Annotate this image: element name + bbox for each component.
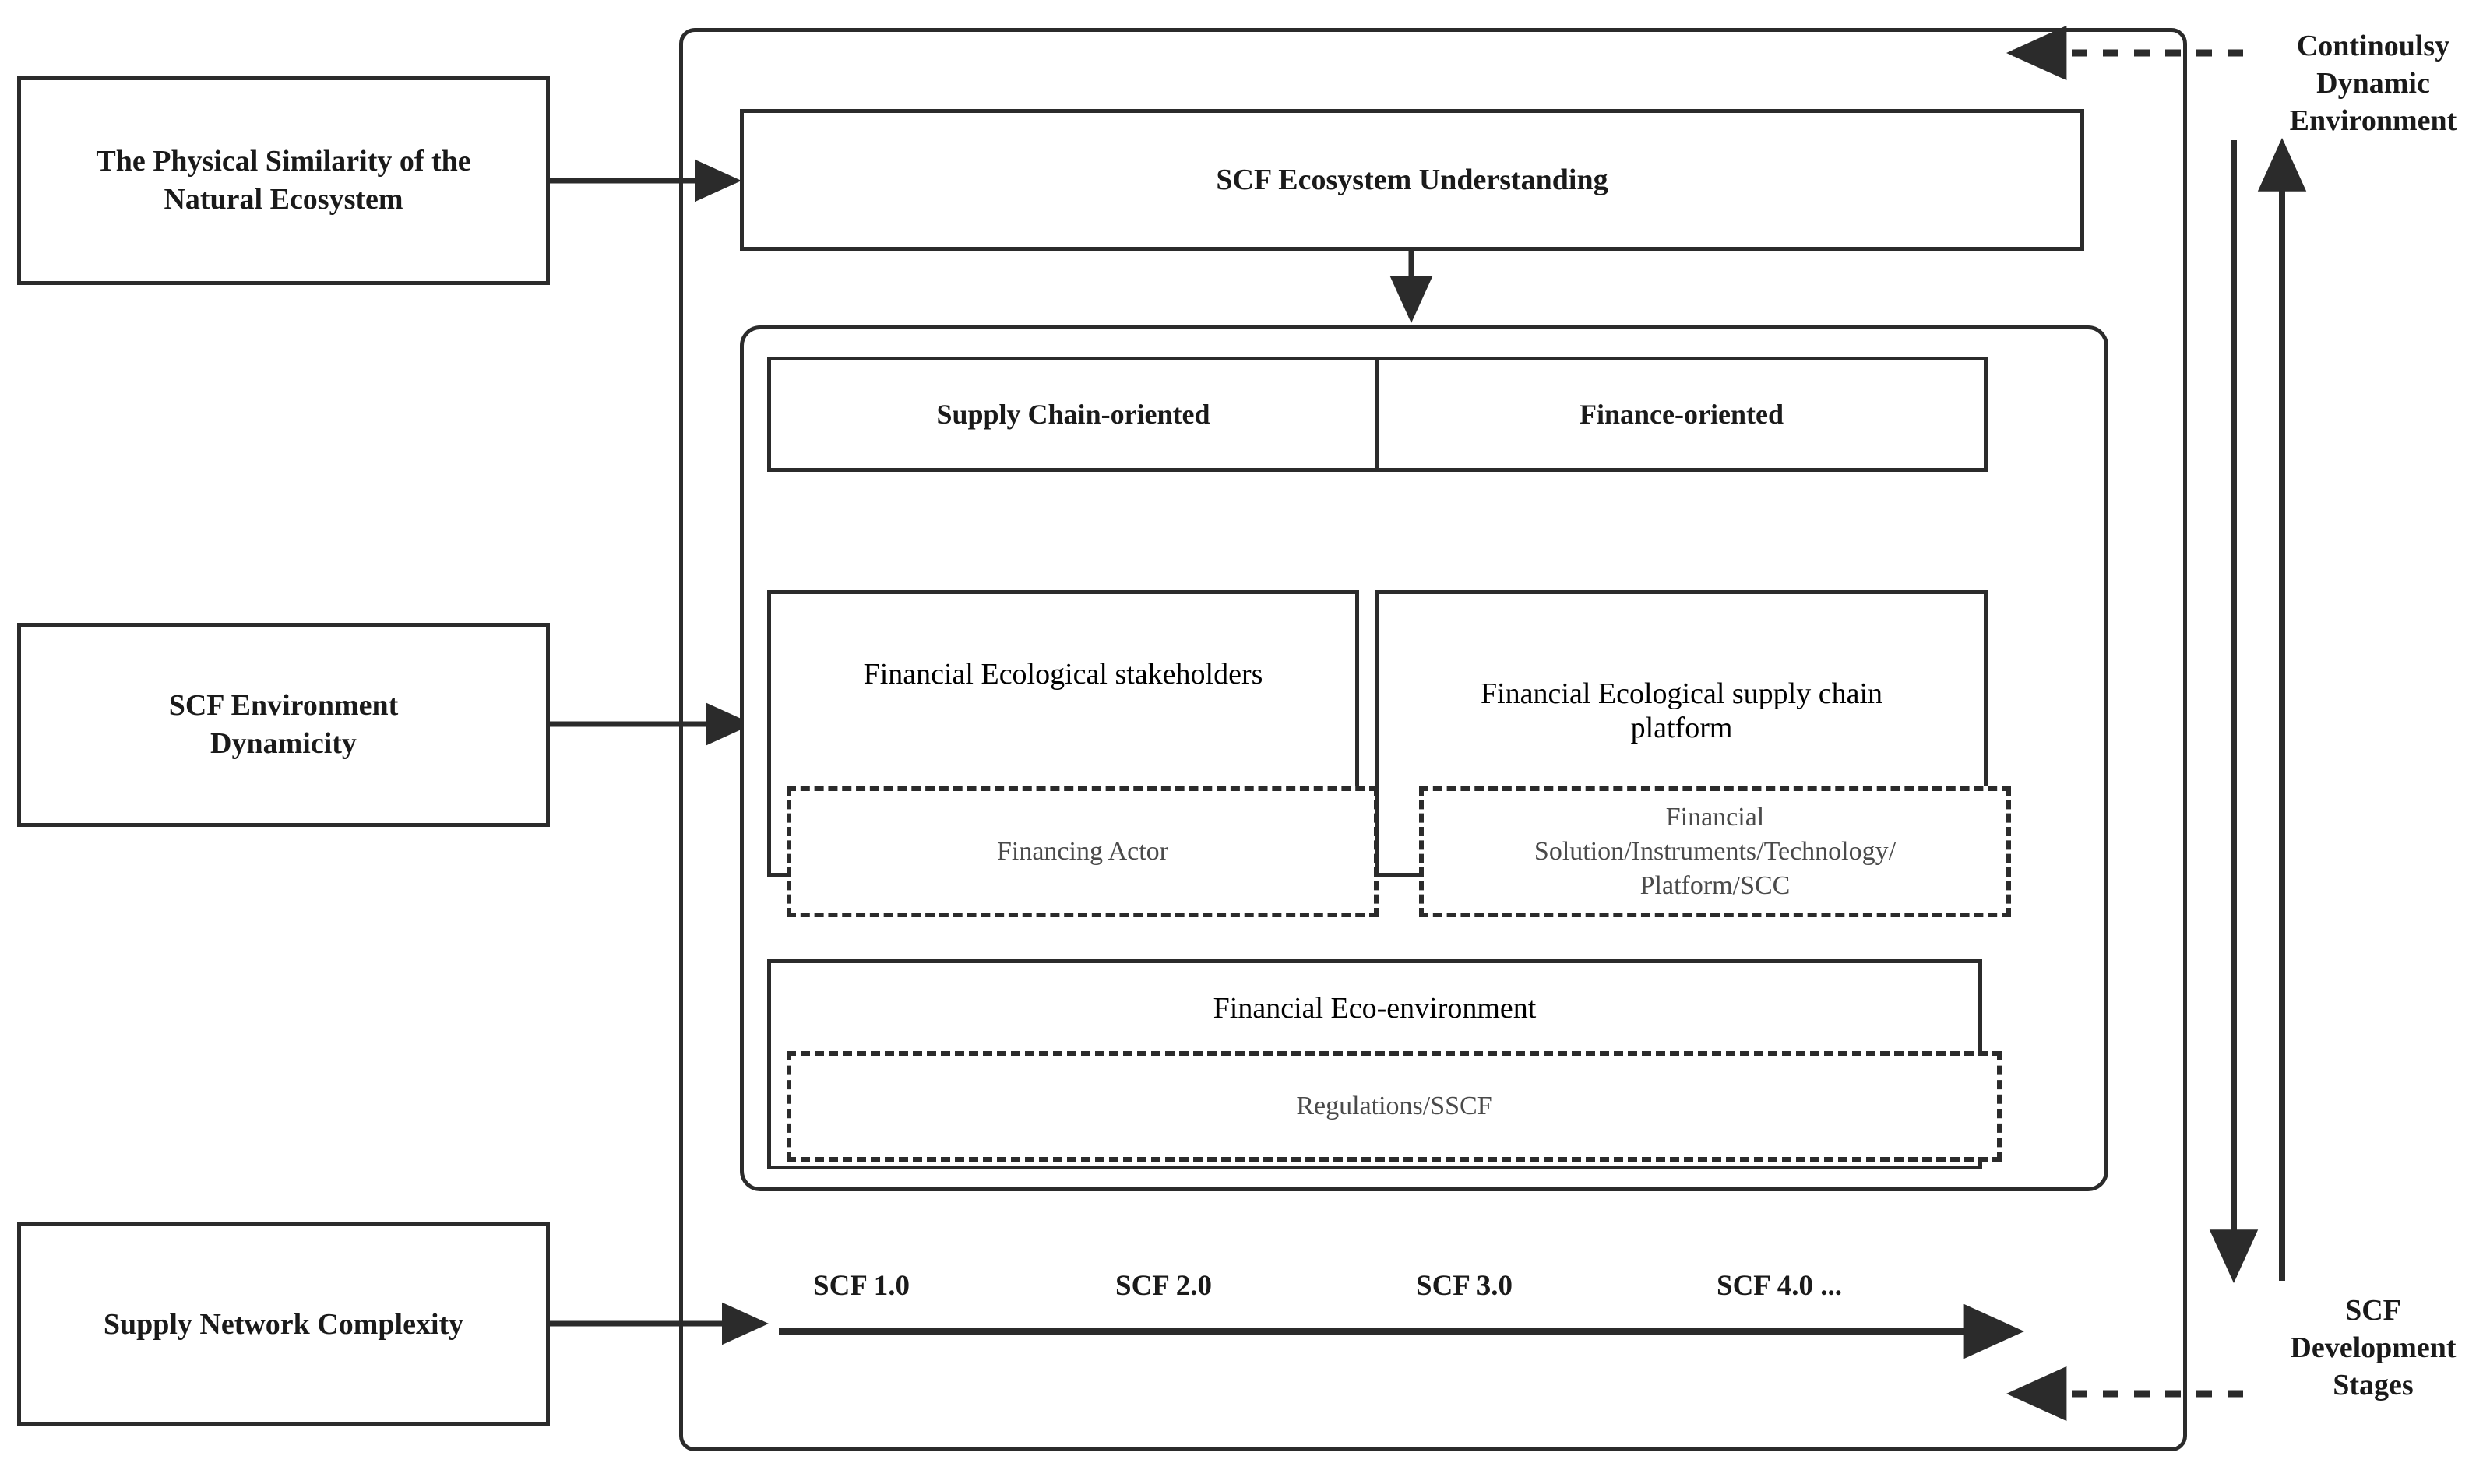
timeline-stage-4[interactable]: SCF 4.0 ... (1717, 1270, 1843, 1302)
driver-label-network-complexity: Supply Network Complexity (103, 1307, 464, 1341)
scf-ecosystem-understanding-label: SCF Ecosystem Understanding (1216, 163, 1608, 196)
driver-box-physical-similarity[interactable]: The Physical Similarity of the Natural E… (17, 76, 550, 285)
scf-ecosystem-understanding-box[interactable]: SCF Ecosystem Understanding (740, 109, 2084, 251)
driver-label-environment-dynamicity: SCF Environment Dynamicity (168, 689, 399, 760)
annotation-scf-development-stages: SCF Development Stages (2290, 1294, 2457, 1401)
timeline-stage-3[interactable]: SCF 3.0 (1416, 1270, 1513, 1302)
scf-ecosystem-boundary (679, 28, 2187, 1451)
financial-solution-dotted-box[interactable]: Financial Solution/Instruments/Technolog… (1419, 786, 2011, 917)
financial-solution-label: Financial Solution/Instruments/Technolog… (1534, 802, 1897, 901)
timeline-stage-1[interactable]: SCF 1.0 (813, 1270, 910, 1302)
finance-oriented-label: Finance-oriented (1580, 398, 1784, 430)
driver-label-physical-similarity: The Physical Similarity of the Natural E… (96, 145, 471, 216)
driver-box-environment-dynamicity[interactable]: SCF Environment Dynamicity (17, 623, 550, 827)
supply-chain-oriented-label: Supply Chain-oriented (936, 398, 1210, 430)
supply-chain-oriented-box[interactable]: Supply Chain-oriented (767, 357, 1379, 472)
financing-actor-label: Financing Actor (996, 836, 1169, 866)
driver-box-network-complexity[interactable]: Supply Network Complexity (17, 1222, 550, 1426)
regulations-sscf-label: Regulations/SSCF (1296, 1091, 1492, 1120)
financing-actor-dotted-box[interactable]: Financing Actor (787, 786, 1379, 917)
finance-oriented-box[interactable]: Finance-oriented (1375, 357, 1988, 472)
regulations-sscf-dotted-box[interactable]: Regulations/SSCF (787, 1051, 2002, 1162)
timeline-stage-2[interactable]: SCF 2.0 (1115, 1270, 1213, 1302)
annotation-continuously-dynamic-environment: Continoulsy Dynamic Environment (2289, 30, 2457, 137)
